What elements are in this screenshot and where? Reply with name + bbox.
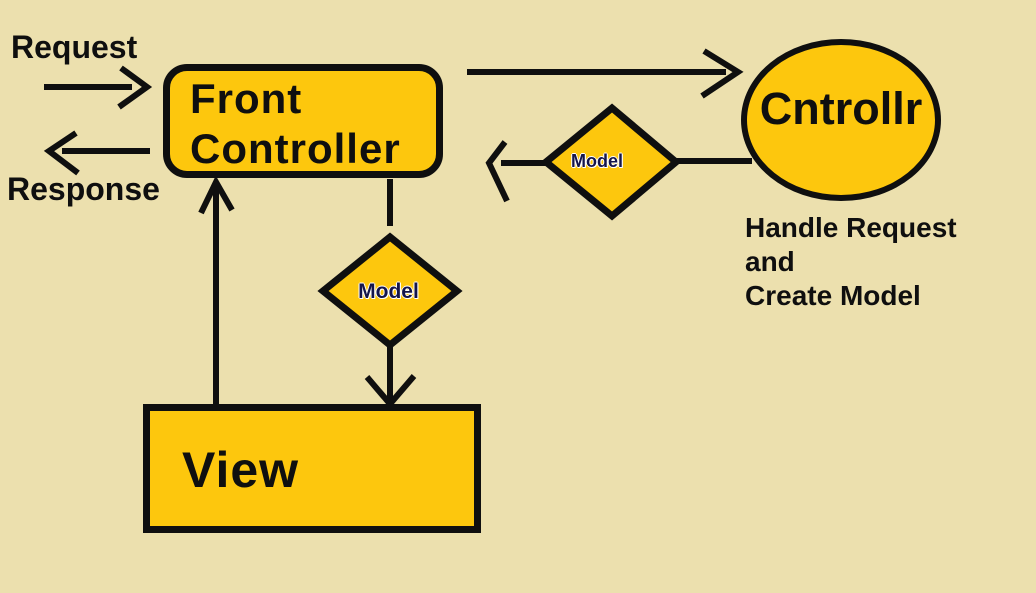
model-label-right: Model — [571, 151, 623, 171]
request-label: Request — [11, 29, 138, 65]
request-arrow — [44, 65, 153, 110]
model-label-center: Model — [358, 280, 419, 303]
controller-node: Cntrollr — [741, 39, 941, 201]
model-to-view-arrow — [364, 345, 417, 409]
request-arrowhead-icon — [117, 65, 153, 110]
controller-note: Handle Request and Create Model — [745, 212, 957, 311]
front-controller-to-controller-arrow — [467, 48, 744, 99]
model-to-view-arrowhead-icon — [364, 374, 417, 409]
front-controller-node: Front Controller — [163, 64, 443, 178]
response-label: Response — [7, 171, 160, 207]
model-to-response-arrow — [485, 140, 546, 203]
response-arrowhead-icon — [43, 130, 80, 176]
controller-label: Cntrollr — [759, 83, 923, 134]
view-to-fc-arrowhead-icon — [198, 175, 235, 215]
response-arrow — [43, 130, 150, 176]
view-node: View — [143, 404, 481, 533]
fc-to-controller-arrowhead-icon — [700, 48, 744, 99]
view-label: View — [182, 442, 300, 498]
front-controller-label: Front Controller — [190, 75, 401, 172]
model-left-arrowhead-icon — [485, 140, 510, 203]
view-to-front-controller-arrow — [198, 175, 235, 415]
